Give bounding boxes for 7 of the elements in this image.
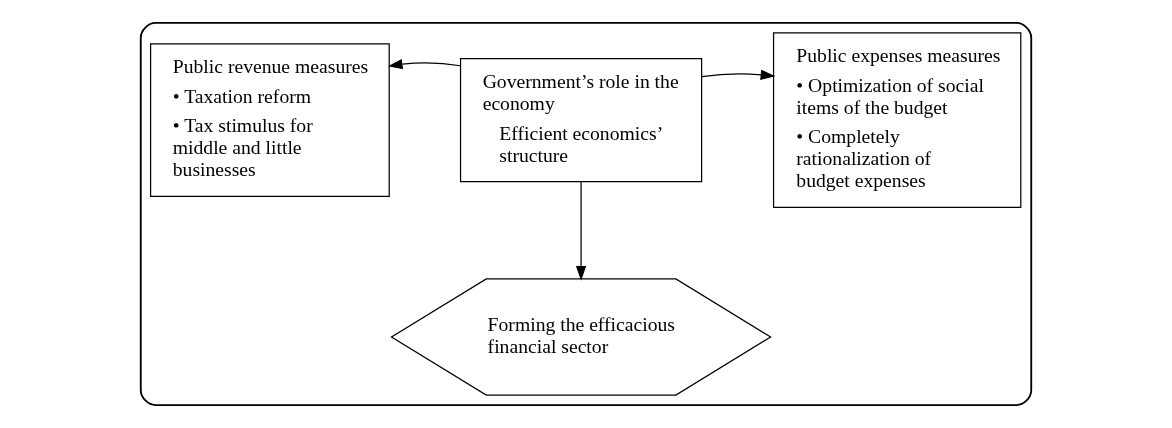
node-box: Government’s role in the economy Efficient economics’ structure [459, 57, 703, 183]
arrow [701, 69, 776, 80]
arrow [387, 59, 461, 70]
node-box: Public expenses measures • Optimization of social items of the budget • Completely rationalization of budget expenses [772, 32, 1022, 209]
node-box: Public revenue measures • Taxation reform • Tax stimulus for middle and little businesses [150, 43, 390, 197]
arrow [575, 181, 587, 281]
cluster [139, 22, 1033, 406]
